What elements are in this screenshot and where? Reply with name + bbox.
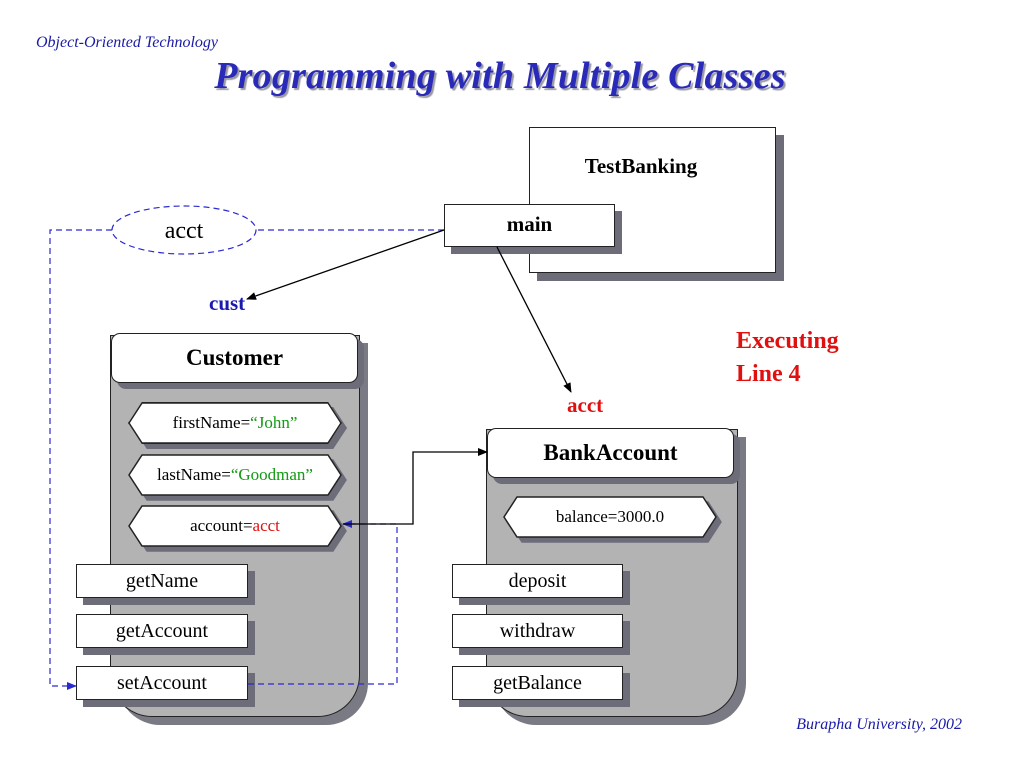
account-label: account= [190, 516, 253, 535]
method-deposit-label: deposit [508, 570, 567, 592]
testbanking-class-name: TestBanking [584, 154, 698, 178]
footer-credit: Burapha University, 2002 [796, 716, 962, 733]
customer-field-firstname: firstName=“John” [128, 402, 342, 444]
slide-title: Programming with Multiple Classes [214, 55, 786, 97]
arrow-account-to-bankaccount [343, 448, 488, 525]
executing-line2: Line 4 [736, 361, 801, 387]
balance-label: balance=3000.0 [555, 507, 665, 526]
method-getaccount[interactable]: getAccount [76, 614, 248, 648]
method-setaccount-label: setAccount [117, 672, 207, 694]
executing-status: Executing Line 4 [736, 325, 839, 391]
dashed-link-setaccount-to-account [248, 520, 398, 685]
main-method-box[interactable]: main [444, 204, 615, 247]
arrow-main-to-cust [246, 229, 445, 300]
method-getaccount-label: getAccount [115, 620, 209, 642]
dashed-link-ellipse-left [49, 229, 112, 690]
cust-reference-label: cust [209, 291, 246, 315]
customer-field-account: account=acct [128, 505, 342, 547]
method-deposit[interactable]: deposit [452, 564, 623, 598]
arrow-main-to-acct [496, 246, 572, 393]
customer-field-lastname: lastName=“Goodman” [128, 454, 342, 496]
method-setaccount[interactable]: setAccount [76, 666, 248, 700]
method-withdraw-label: withdraw [499, 620, 576, 642]
firstname-value: “John” [250, 413, 298, 432]
bankaccount-class-name: BankAccount [543, 440, 678, 465]
method-getname-label: getName [125, 570, 199, 592]
main-method-label: main [506, 212, 553, 236]
account-value: acct [252, 516, 280, 535]
executing-line1: Executing [736, 328, 839, 354]
customer-title-box: Customer [111, 333, 358, 383]
testbanking-box [529, 127, 776, 273]
bankaccount-field-balance: balance=3000.0 [503, 496, 717, 538]
acct-reference-label: acct [567, 393, 604, 417]
acct-ellipse-label: acct [164, 218, 204, 244]
method-getbalance-label: getBalance [493, 672, 582, 694]
customer-class-name: Customer [185, 345, 284, 370]
method-getname[interactable]: getName [76, 564, 248, 598]
lastname-value: “Goodman” [230, 465, 313, 484]
firstname-label: firstName= [172, 413, 251, 432]
lastname-label: lastName= [157, 465, 231, 484]
method-withdraw[interactable]: withdraw [452, 614, 623, 648]
bankaccount-title-box: BankAccount [487, 428, 734, 478]
acct-parameter-ellipse [111, 205, 257, 255]
course-label: Object-Oriented Technology [36, 34, 219, 51]
method-getbalance[interactable]: getBalance [452, 666, 623, 700]
